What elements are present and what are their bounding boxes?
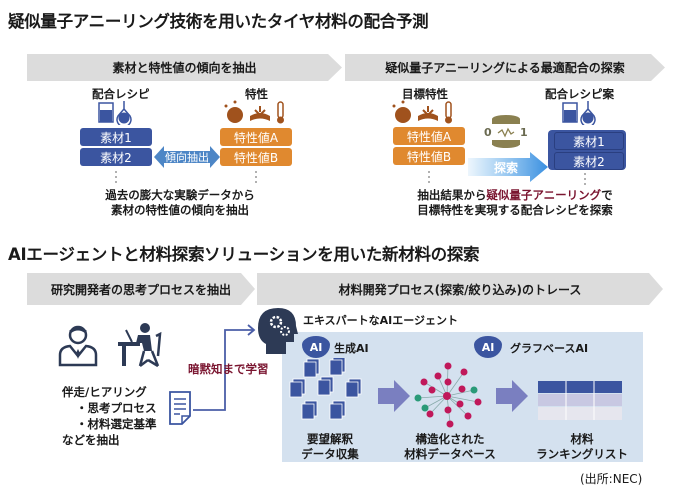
ranking-table-icon xyxy=(538,381,622,420)
recipe-label: 配合レシピ xyxy=(92,87,150,101)
lab-glassware-icon xyxy=(98,101,132,125)
step2-label: 構造化された材料データベース xyxy=(400,432,500,462)
expert-ai-agent-label: エキスパートなAIエージェント xyxy=(303,314,459,327)
step3-label: 材料ランキングリスト xyxy=(535,432,629,462)
lab-glassware-icon xyxy=(562,101,596,125)
banner-process-trace: 材料開発プロセス(探索/絞り込み)のトレース xyxy=(257,273,663,305)
main-title-1: 疑似量子アニーリング技術を用いたタイヤ材料の配合予測 xyxy=(8,12,429,31)
property-b-box: 特性値B xyxy=(220,148,292,166)
source-credit: (出所:NEC) xyxy=(580,472,643,486)
label-line: ランキングリスト xyxy=(536,447,628,461)
desc-line: などを抽出 xyxy=(62,433,120,447)
generative-ai-label: 生成AI xyxy=(334,342,369,355)
trend-extract-label: 傾向抽出 xyxy=(165,151,209,164)
property-a-box: 特性値A xyxy=(220,128,292,146)
section3-description: 伴走/ヒアリング ・思考プロセス ・材料選定基準 などを抽出 xyxy=(62,384,157,448)
search-arrow-icon xyxy=(468,152,548,182)
ellipsis-icon xyxy=(584,173,586,185)
material-property-icons xyxy=(392,100,452,124)
ai-badge-icon: AI xyxy=(474,336,502,358)
section1-description: 過去の膨大な実験データから 素材の特性値の傾向を抽出 xyxy=(100,188,260,218)
knowledge-graph-icon xyxy=(414,362,482,428)
desc-highlight: 疑似量子アニーリング xyxy=(486,188,602,202)
target-property-b-box: 特性値B xyxy=(393,147,465,165)
recipe-material-1-box: 素材1 xyxy=(554,132,624,150)
material-1-box: 素材1 xyxy=(80,128,152,146)
ai-badge-icon: AI xyxy=(302,336,330,358)
section2-description: 抽出結果から疑似量子アニーリングで 目標特性を実現する配合レシピを探索 xyxy=(395,188,635,218)
ellipsis-icon xyxy=(115,171,117,183)
material-property-icons xyxy=(224,100,284,124)
target-property-a-box: 特性値A xyxy=(393,127,465,145)
document-icon xyxy=(169,391,191,425)
label-line: 材料 xyxy=(570,432,594,446)
main-title-2: AIエージェントと材料探索ソリューションを用いた新材料の探索 xyxy=(8,245,480,264)
label-line: 要望解釈 xyxy=(307,432,353,446)
desc-line: ・思考プロセス xyxy=(76,401,157,415)
desc-line: ・材料選定基準 xyxy=(76,417,157,431)
db-one: 1 xyxy=(520,126,528,139)
material-2-box: 素材2 xyxy=(80,148,152,166)
tacit-knowledge-label: 暗黙知まで学習 xyxy=(188,362,269,376)
step1-label: 要望解釈データ収集 xyxy=(290,432,370,462)
property-label: 特性 xyxy=(245,87,268,101)
ellipsis-icon xyxy=(255,171,257,183)
desc-line: 伴走/ヒアリング xyxy=(62,385,147,399)
target-property-label: 目標特性 xyxy=(402,87,448,101)
learning-arrow xyxy=(193,324,256,411)
search-label: 探索 xyxy=(494,161,519,175)
desc-line: 抽出結果から疑似量子アニーリングで xyxy=(395,188,635,203)
flow-arrow-icon xyxy=(378,380,410,412)
ai-brain-head-icon xyxy=(258,308,298,354)
flow-arrow-icon xyxy=(496,380,528,412)
desc-prefix: 抽出結果から xyxy=(417,188,487,202)
database-icon xyxy=(492,115,520,148)
banner-quantum-annealing: 疑似量子アニーリングによる最適配合の探索 xyxy=(345,54,665,81)
ellipsis-icon xyxy=(428,171,430,183)
banner-thought-process: 研究開発者の思考プロセスを抽出 xyxy=(27,273,255,305)
label-line: データ収集 xyxy=(301,447,359,461)
banner-extract-trends: 素材と特性値の傾向を抽出 xyxy=(27,54,342,81)
researcher-icon xyxy=(58,325,98,367)
recipe-candidate-label: 配合レシピ案 xyxy=(545,87,614,101)
label-line: 材料データベース xyxy=(404,447,496,461)
double-arrow-icon xyxy=(154,146,220,168)
recipe-material-2-box: 素材2 xyxy=(554,152,624,170)
desc-suffix: で xyxy=(601,188,613,202)
graph-ai-label: グラフベースAI xyxy=(510,342,589,355)
desc-line: 目標特性を実現する配合レシピを探索 xyxy=(417,203,613,217)
desc-line: 素材の特性値の傾向を抽出 xyxy=(111,203,249,217)
desk-worker-icon xyxy=(118,323,162,368)
desc-line: 過去の膨大な実験データから xyxy=(105,188,255,202)
documents-collection-icon xyxy=(289,358,362,420)
db-zero: 0 xyxy=(484,126,492,139)
label-line: 構造化された xyxy=(415,432,485,446)
